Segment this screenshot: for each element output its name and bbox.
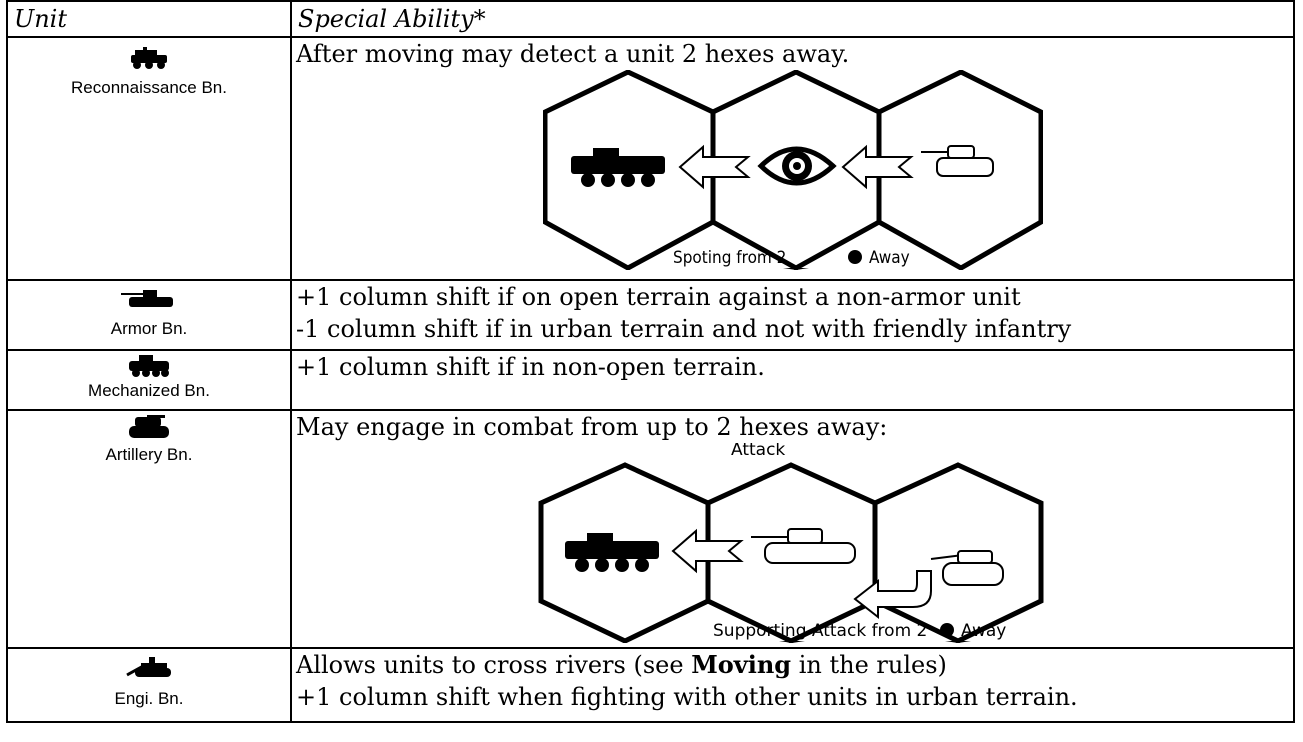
ability-text-part: in the rules) — [791, 651, 947, 679]
unit-cell: Armor Bn. — [6, 279, 292, 351]
ability-cell: +1 column shift if in non-open terrain. — [290, 349, 1295, 411]
artillery-outline-icon — [930, 550, 1004, 586]
unit-name: Armor Bn. — [110, 319, 188, 338]
ability-text: After moving may detect a unit 2 hexes a… — [296, 40, 850, 68]
hex-dot-icon — [847, 250, 862, 264]
arrow-left-icon — [677, 144, 751, 190]
tank-outline-icon — [920, 145, 994, 177]
ability-text: +1 column shift if in non-open terrain. — [296, 353, 765, 381]
table-row: Mechanized Bn. +1 column shift if in non… — [6, 349, 1295, 411]
recon-vehicle-icon — [131, 47, 167, 69]
tank-icon — [121, 290, 173, 307]
spotting-diagram: Spoting from 2 Away — [542, 70, 1043, 270]
diagram-caption: Spoting from 2 — [673, 248, 786, 268]
unit-name: Mechanized Bn. — [88, 381, 210, 400]
unit-name: Engi. Bn. — [114, 689, 184, 708]
ability-text: +1 column shift if on open terrain again… — [296, 283, 1021, 311]
recon-vehicle-icon — [570, 148, 665, 187]
table-row: Armor Bn. +1 column shift if on open ter… — [6, 279, 1295, 351]
diagram-caption: Supporting Attack from 2 — [713, 621, 927, 641]
apc-icon — [129, 355, 169, 377]
rules-link-moving: Moving — [691, 650, 792, 679]
artillery-icon — [129, 415, 169, 438]
arrow-left-icon — [840, 144, 914, 190]
diagram-top-label: Attack — [731, 443, 785, 460]
ability-text: Allows units to cross rivers (see Moving… — [292, 649, 1293, 681]
unit-cell: Engi. Bn. — [6, 647, 292, 723]
recon-vehicle-icon — [564, 533, 659, 572]
artillery-diagram: Attack — [538, 443, 1043, 643]
table-header-row: Unit Special Ability* — [6, 0, 1295, 38]
tank-outline-icon — [750, 528, 856, 564]
unit-name: Artillery Bn. — [105, 445, 193, 464]
ability-text: -1 column shift if in urban terrain and … — [296, 315, 1072, 343]
ability-text: +1 column shift when fighting with other… — [296, 683, 1078, 711]
table-row: Artillery Bn. May engage in combat from … — [6, 409, 1295, 649]
header-unit: Unit — [6, 0, 292, 38]
ability-cell: Allows units to cross rivers (see Moving… — [290, 647, 1295, 723]
special-abilities-table: Unit Special Ability* Reconnaissance Bn.… — [6, 0, 1295, 723]
eye-icon — [756, 146, 837, 186]
unit-cell: Artillery Bn. — [6, 409, 292, 649]
hex-dot-icon — [939, 623, 954, 637]
ability-cell: May engage in combat from up to 2 hexes … — [290, 409, 1295, 649]
table-row: Reconnaissance Bn. After moving may dete… — [6, 36, 1295, 281]
unit-cell: Mechanized Bn. — [6, 349, 292, 411]
arrow-left-icon — [670, 528, 744, 574]
table-row: Engi. Bn. Allows units to cross rivers (… — [6, 647, 1295, 723]
diagram-caption-after: Away — [961, 621, 1006, 641]
unit-cell: Reconnaissance Bn. — [6, 36, 292, 281]
engineer-vehicle-icon — [126, 657, 171, 677]
ability-cell: After moving may detect a unit 2 hexes a… — [290, 36, 1295, 281]
diagram-caption-after: Away — [869, 248, 910, 268]
ability-text: May engage in combat from up to 2 hexes … — [296, 413, 888, 441]
unit-name: Reconnaissance Bn. — [71, 78, 227, 97]
header-special-ability: Special Ability* — [290, 0, 1295, 38]
curved-arrow-icon — [852, 570, 932, 620]
ability-text-part: Allows units to cross rivers (see — [296, 651, 692, 679]
ability-cell: +1 column shift if on open terrain again… — [290, 279, 1295, 351]
